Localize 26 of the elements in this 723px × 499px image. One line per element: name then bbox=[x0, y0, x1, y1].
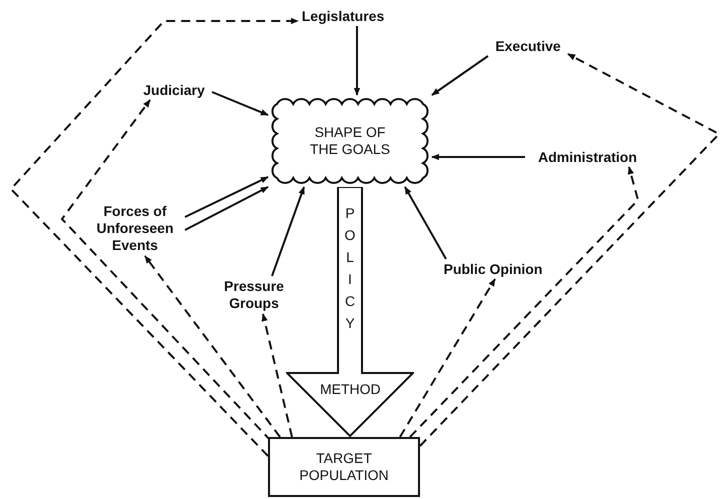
arrow bbox=[431, 55, 489, 96]
arrow bbox=[354, 26, 360, 96]
arrow bbox=[271, 186, 305, 276]
arrow bbox=[212, 91, 269, 116]
arrow bbox=[184, 186, 269, 231]
dashed-arrow bbox=[10, 18, 299, 457]
arrow-label: METHOD bbox=[320, 381, 380, 398]
target-box bbox=[268, 437, 420, 497]
block-arrow bbox=[286, 187, 414, 437]
actor-label: Judiciary bbox=[136, 80, 212, 100]
actor-label: Executive bbox=[488, 36, 568, 56]
node-title: SHAPE OF THE GOALS bbox=[308, 124, 392, 158]
dashed-arrow bbox=[399, 278, 496, 438]
actor-label: Forces of Unforeseen Events bbox=[85, 200, 185, 256]
actor-label: Pressure Groups bbox=[218, 276, 290, 314]
actor-label: Legislatures bbox=[298, 6, 388, 26]
vertical-label: POLICY bbox=[342, 205, 358, 337]
arrow bbox=[431, 154, 525, 160]
actor-label: Public Opinion bbox=[432, 259, 554, 279]
dashed-arrow bbox=[409, 166, 640, 438]
node-title: TARGET POPULATION bbox=[298, 450, 390, 484]
arrow bbox=[184, 176, 269, 218]
dashed-arrow bbox=[262, 313, 293, 438]
arrow bbox=[404, 186, 447, 260]
dashed-arrow bbox=[144, 255, 281, 438]
actor-label: Administration bbox=[525, 147, 650, 167]
